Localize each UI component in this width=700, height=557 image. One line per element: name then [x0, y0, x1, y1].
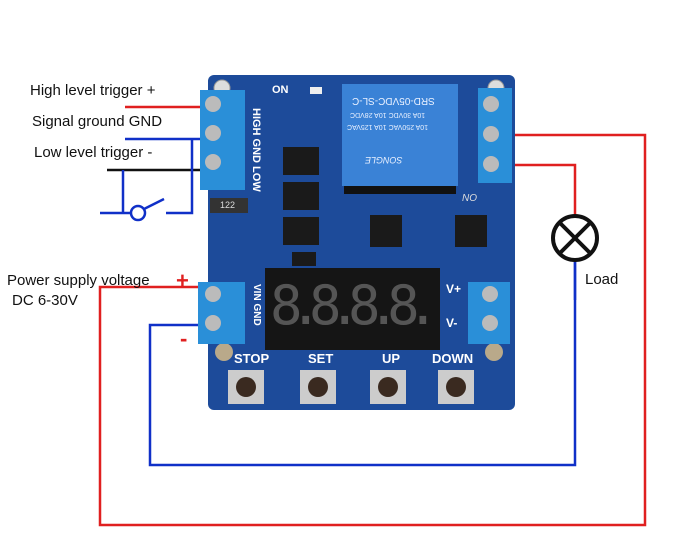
relay-brand: SONGLE: [365, 155, 403, 165]
output-terminal: [468, 282, 510, 344]
button-set-label: SET: [308, 351, 334, 366]
button-stop-label: STOP: [234, 351, 270, 366]
label-load: Load: [585, 271, 619, 288]
chips: [210, 147, 487, 266]
lamp-icon: [551, 214, 599, 262]
label-power-range: DC 6-30V: [12, 292, 78, 309]
wire-load-return: [148, 260, 577, 467]
label-high-trigger: High level trigger +: [30, 82, 156, 99]
label-plus: +: [176, 268, 189, 293]
label-minus: -: [180, 326, 188, 351]
display-digits: 8.8.8.8.: [270, 276, 432, 336]
led-display: [265, 268, 440, 350]
no-label: NO: [462, 193, 477, 204]
input-terminal: [200, 90, 245, 190]
output-plus-label: V+: [446, 282, 462, 296]
input-terminal-label: HIGH GND LOW: [250, 108, 262, 192]
label-signal-gnd: Signal ground GND: [32, 113, 163, 130]
resistor-label: 122: [220, 200, 236, 210]
wire-power-positive: [98, 133, 647, 527]
label-power-supply: Power supply voltage: [7, 272, 150, 289]
power-terminal: [198, 282, 245, 344]
switch-symbol: [100, 139, 194, 222]
wire-lamp-feed: [510, 163, 577, 216]
button-up-label: UP: [382, 351, 401, 366]
tact-buttons: [228, 370, 474, 404]
button-down-label: DOWN: [432, 351, 474, 366]
relay-terminal: [478, 88, 512, 183]
label-low-trigger: Low level trigger -: [34, 144, 153, 161]
relay-rating-1: 10A 250VAC 10A 125VAC: [347, 123, 429, 130]
relay: [342, 84, 458, 186]
power-terminal-label: VIN GND: [251, 284, 262, 326]
relay-rating-2: 10A 30VDC 10A 28VDC: [350, 111, 426, 118]
relay-model: SRD-05VDC-SL-C: [352, 95, 435, 106]
on-led-label: ON: [272, 84, 289, 96]
output-minus-label: V-: [446, 316, 458, 330]
